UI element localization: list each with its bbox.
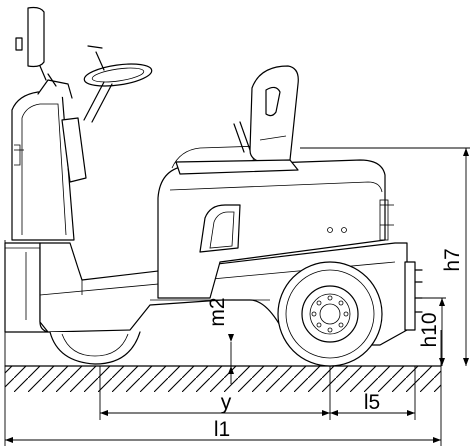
dimension-label-m2: m2: [206, 297, 229, 326]
dimension-label-l1: l1: [214, 418, 230, 441]
rear-wheel: [277, 261, 383, 367]
front-wheel: [49, 331, 141, 365]
dimension-lines: [4, 147, 470, 446]
dimension-label-l5: l5: [364, 391, 380, 414]
dimension-label-h10: h10: [418, 312, 441, 347]
ground: [4, 365, 442, 392]
dimension-label-h7: h7: [441, 248, 464, 271]
dimension-label-y: y: [221, 391, 232, 414]
